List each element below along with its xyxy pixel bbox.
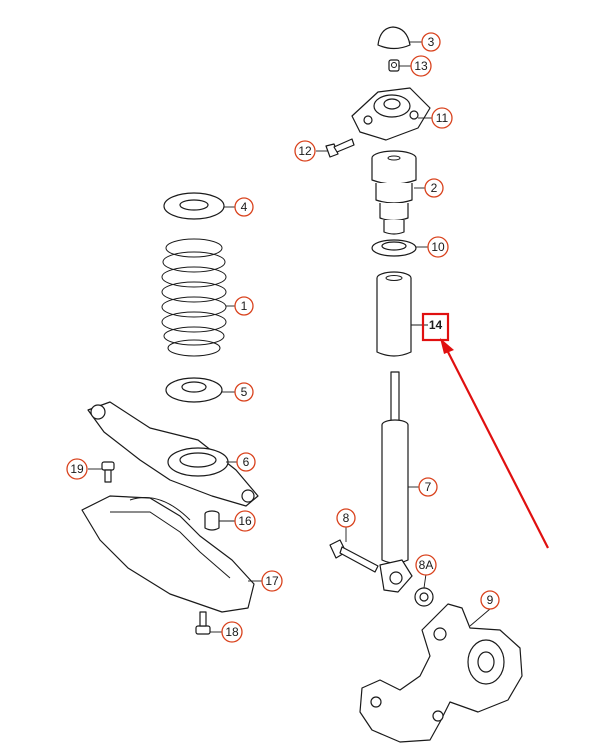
part-7-shock-absorber bbox=[379, 371, 413, 593]
svg-text:5: 5 bbox=[241, 385, 248, 399]
part-18-bolt bbox=[195, 611, 211, 635]
svg-text:6: 6 bbox=[243, 455, 250, 469]
svg-text:8: 8 bbox=[343, 511, 350, 525]
callout-2: 2 bbox=[424, 178, 444, 198]
part-13-nut bbox=[388, 59, 400, 72]
callout-6: 6 bbox=[236, 452, 256, 472]
callout-11: 11 bbox=[431, 107, 453, 129]
part-17-guard-plate bbox=[81, 495, 255, 613]
svg-text:14: 14 bbox=[429, 318, 443, 332]
part-19-bolt bbox=[101, 461, 115, 483]
callout-17: 17 bbox=[261, 570, 283, 592]
svg-text:18: 18 bbox=[225, 625, 239, 639]
svg-text:17: 17 bbox=[265, 574, 279, 588]
callout-13: 13 bbox=[410, 55, 432, 77]
svg-text:12: 12 bbox=[298, 144, 312, 158]
svg-text:19: 19 bbox=[70, 462, 84, 476]
callout-14: 14 bbox=[429, 318, 443, 332]
callout-8: 8 bbox=[336, 508, 356, 528]
part-9-wheel-carrier bbox=[359, 603, 523, 743]
callout-4: 4 bbox=[234, 197, 254, 217]
part-11-strut-mount bbox=[351, 87, 431, 141]
svg-text:16: 16 bbox=[238, 514, 252, 528]
callout-3: 3 bbox=[421, 32, 441, 52]
svg-text:1: 1 bbox=[241, 299, 248, 313]
callout-16: 16 bbox=[234, 510, 256, 532]
part-8-bolt bbox=[329, 539, 379, 573]
red-arrow bbox=[440, 338, 549, 549]
leader-lines bbox=[88, 41, 491, 633]
callout-7: 7 bbox=[418, 477, 438, 497]
svg-text:2: 2 bbox=[431, 181, 438, 195]
callout-18: 18 bbox=[221, 621, 243, 643]
callout-5: 5 bbox=[234, 382, 254, 402]
svg-text:11: 11 bbox=[436, 111, 449, 125]
part-14-protective-sleeve bbox=[376, 271, 412, 357]
highlight-box-14 bbox=[421, 312, 450, 342]
part-6-control-arm bbox=[87, 401, 259, 507]
svg-text:8A: 8A bbox=[419, 558, 434, 572]
svg-text:13: 13 bbox=[414, 59, 428, 73]
part-8A-washer bbox=[414, 587, 434, 607]
svg-text:9: 9 bbox=[487, 593, 494, 607]
callout-1: 1 bbox=[234, 296, 254, 316]
part-5-lower-seat bbox=[165, 377, 223, 403]
callout-9: 9 bbox=[480, 590, 500, 610]
callout-10: 10 bbox=[427, 236, 449, 258]
callout-8A: 8A bbox=[415, 554, 437, 576]
part-16-bushing bbox=[204, 510, 220, 531]
part-1-coil-spring bbox=[161, 238, 227, 357]
part-10-seat bbox=[371, 239, 417, 257]
svg-text:10: 10 bbox=[431, 240, 445, 254]
part-4-upper-seat bbox=[163, 192, 225, 220]
part-2-bump-stop bbox=[371, 150, 417, 235]
svg-text:3: 3 bbox=[428, 35, 435, 49]
callout-19: 19 bbox=[66, 458, 88, 480]
callout-12: 12 bbox=[294, 140, 316, 162]
svg-text:4: 4 bbox=[241, 200, 248, 214]
part-12-bolt bbox=[325, 138, 355, 158]
svg-text:7: 7 bbox=[425, 480, 432, 494]
part-3-dust-cap bbox=[377, 26, 411, 50]
